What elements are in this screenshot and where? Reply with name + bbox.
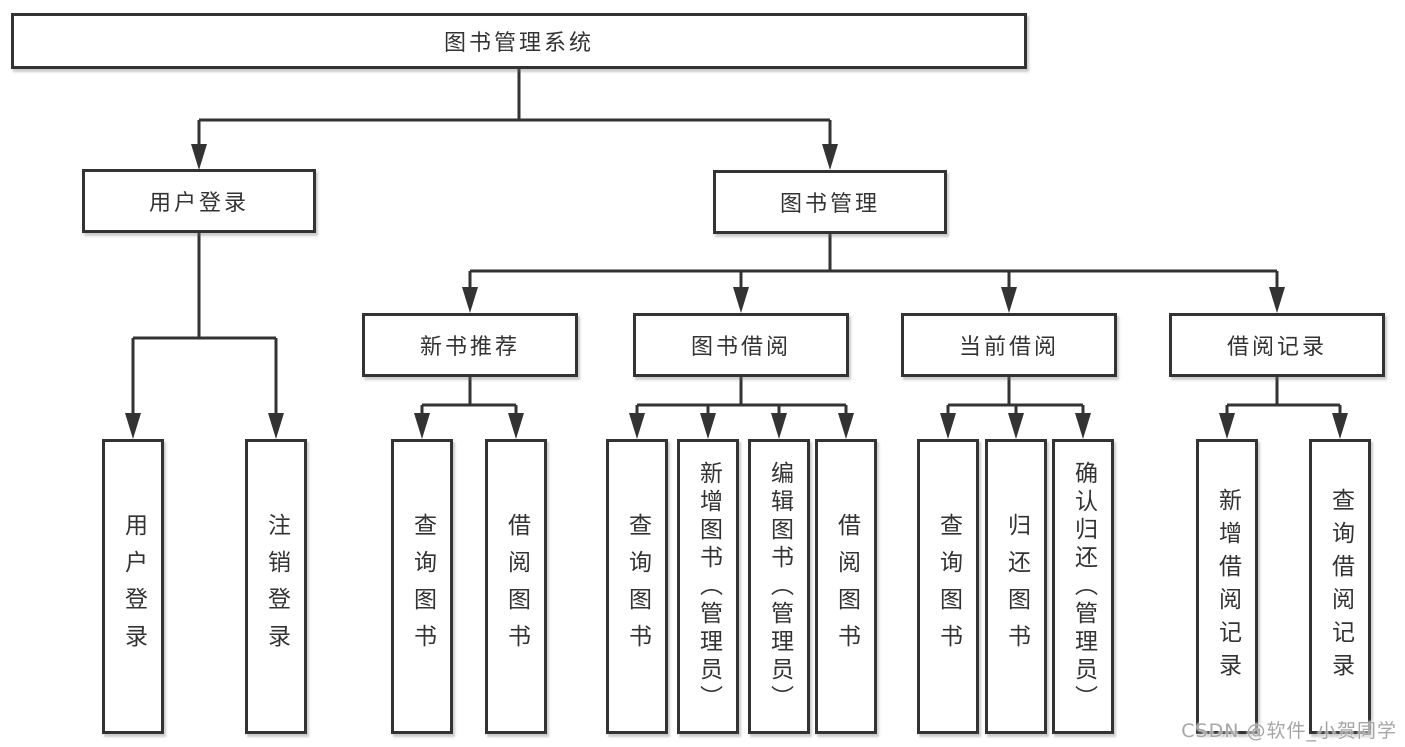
leaf-query-books-current-label: 查询图书 <box>935 512 962 661</box>
connector-new-book <box>420 377 518 418</box>
leaf-add-books-admin: 新增图书（管理员） <box>677 439 739 734</box>
leaf-add-books-admin-label: 新增图书（管理员） <box>695 460 722 713</box>
node-user-login-label: 用户登录 <box>148 191 249 216</box>
leaf-user-login: 用户登录 <box>102 439 164 734</box>
leaf-query-books-recommend-label: 查询图书 <box>409 512 436 661</box>
leaf-return-books-label: 归还图书 <box>1003 512 1030 661</box>
connector-book-management <box>468 234 1279 292</box>
leaf-edit-books-admin-label: 编辑图书（管理员） <box>766 460 793 713</box>
node-borrow-records-label: 借阅记录 <box>1226 335 1327 360</box>
leaf-borrow-books-recommend: 借阅图书 <box>485 439 547 734</box>
node-root-label: 图书管理系统 <box>443 31 594 56</box>
connector-borrow-records <box>1225 377 1342 418</box>
node-user-login: 用户登录 <box>82 169 316 233</box>
connector-book-borrow <box>635 377 848 418</box>
arrowheads <box>125 144 1348 439</box>
node-new-book-recommend: 新书推荐 <box>362 313 578 377</box>
leaf-add-borrow-record: 新增借阅记录 <box>1196 439 1258 734</box>
node-current-borrow: 当前借阅 <box>901 313 1117 377</box>
leaf-return-books: 归还图书 <box>985 439 1047 734</box>
node-book-borrow: 图书借阅 <box>633 313 849 377</box>
leaf-confirm-return-admin-label: 确认归还（管理员） <box>1070 460 1097 713</box>
leaf-query-books-current: 查询图书 <box>917 439 979 734</box>
node-root: 图书管理系统 <box>11 13 1027 69</box>
leaf-logout-label: 注销登录 <box>263 512 290 661</box>
node-book-management: 图书管理 <box>713 170 947 234</box>
leaf-query-borrow-record-label: 查询借阅记录 <box>1327 487 1354 686</box>
leaf-borrow-books-label: 借阅图书 <box>833 512 860 661</box>
watermark: CSDN @软件_小贺同学 <box>1181 720 1397 742</box>
connector-root <box>197 69 832 150</box>
leaf-query-books-recommend: 查询图书 <box>391 439 453 734</box>
node-current-borrow-label: 当前借阅 <box>958 335 1059 360</box>
leaf-borrow-books-recommend-label: 借阅图书 <box>503 512 530 661</box>
leaf-logout: 注销登录 <box>245 439 307 734</box>
node-new-book-recommend-label: 新书推荐 <box>419 335 520 360</box>
leaf-user-login-label: 用户登录 <box>120 512 147 661</box>
connector-user-login <box>131 233 278 418</box>
leaf-query-borrow-record: 查询借阅记录 <box>1309 439 1371 734</box>
node-book-management-label: 图书管理 <box>779 192 880 217</box>
node-borrow-records: 借阅记录 <box>1169 313 1385 377</box>
leaf-edit-books-admin: 编辑图书（管理员） <box>748 439 810 734</box>
leaf-confirm-return-admin: 确认归还（管理员） <box>1052 439 1114 734</box>
leaf-query-books-borrow: 查询图书 <box>606 439 668 734</box>
leaf-borrow-books: 借阅图书 <box>815 439 877 734</box>
leaf-add-borrow-record-label: 新增借阅记录 <box>1214 487 1241 686</box>
connector-current-borrow <box>946 377 1085 418</box>
node-book-borrow-label: 图书借阅 <box>690 335 791 360</box>
leaf-query-books-borrow-label: 查询图书 <box>624 512 651 661</box>
